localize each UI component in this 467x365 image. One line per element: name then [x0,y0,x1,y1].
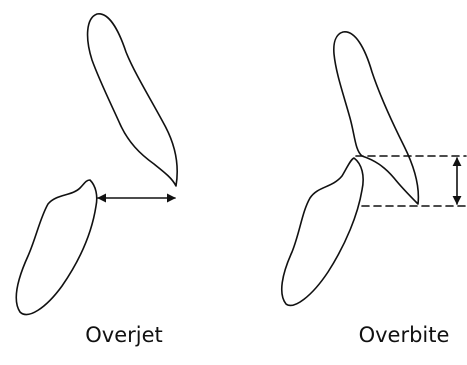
overbite-upper-tooth-outline [333,31,420,205]
overjet-upper-tooth-outline [86,13,179,187]
overjet-panel [15,13,179,316]
overbite-lower-tooth-outline [280,157,364,307]
overbite-panel [280,31,467,307]
overbite-caption: Overbite [358,323,450,347]
overjet-caption: Overjet [85,323,163,347]
overjet-lower-tooth-outline [15,179,98,316]
